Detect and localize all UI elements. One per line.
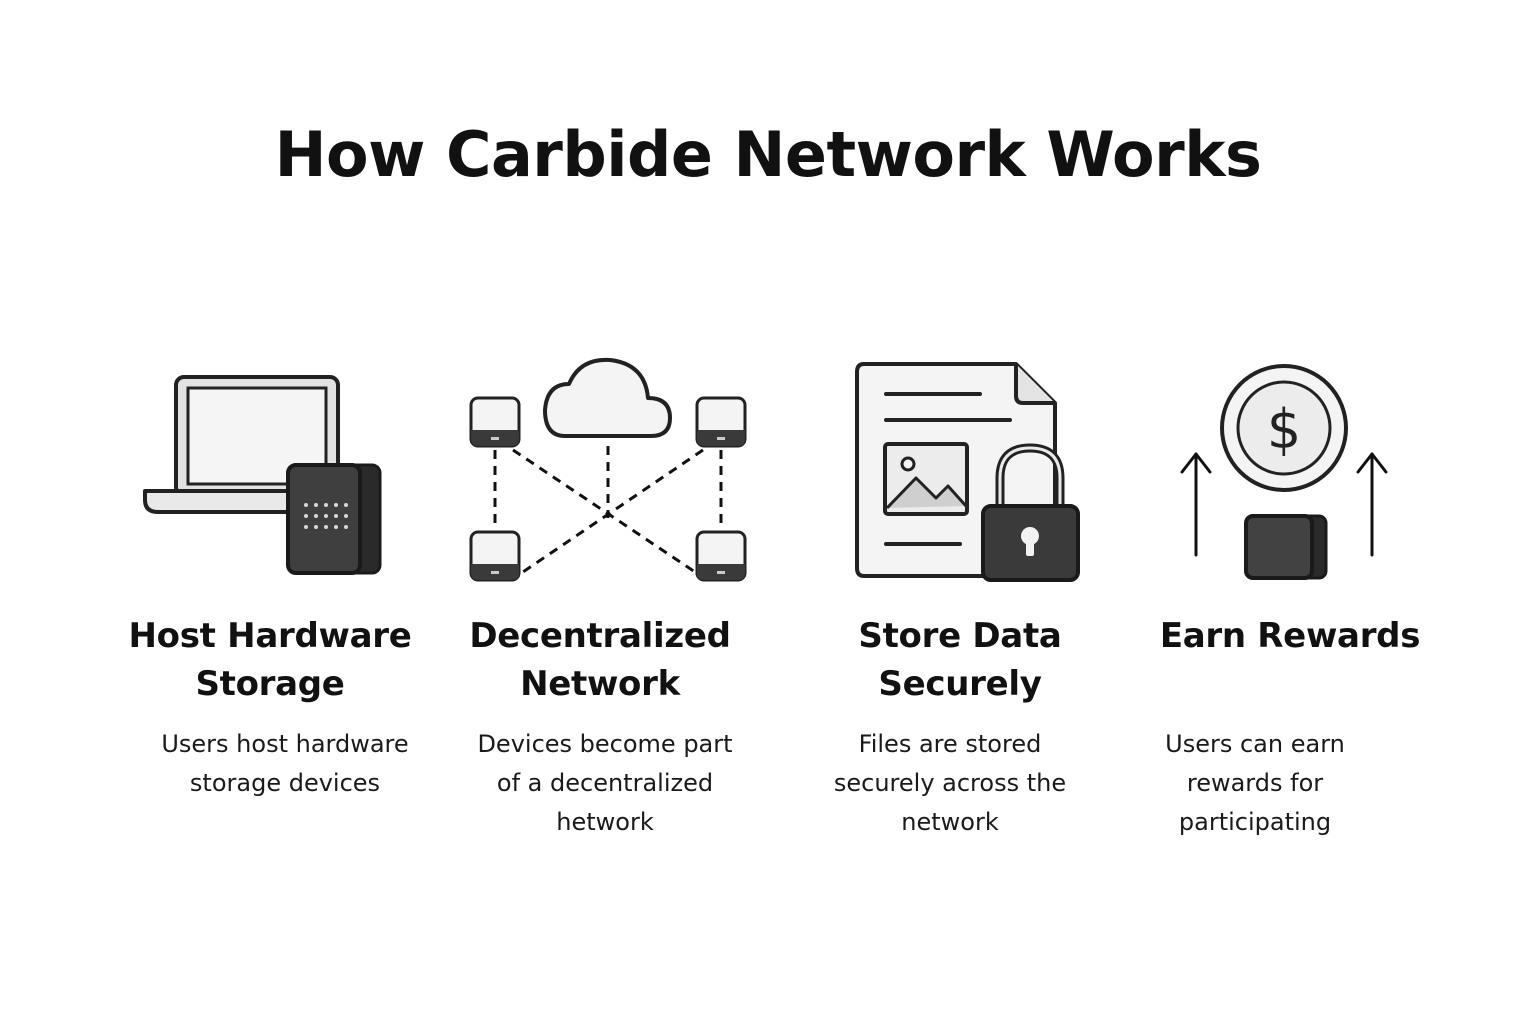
step-description: Users can earn rewards for participating — [1165, 730, 1345, 836]
document-with-lock-icon — [855, 362, 1080, 582]
step-title: Earn Rewards — [1159, 616, 1421, 656]
step-title: Store Data Securely — [858, 616, 1062, 704]
step-title: Decentralized Network — [469, 616, 731, 704]
page-title: How Carbide Network Works — [274, 118, 1262, 191]
svg-text:$: $ — [1267, 398, 1301, 461]
coin-with-arrows-icon: $ — [1180, 364, 1388, 580]
step-description: Users host hardware storage devices — [161, 730, 409, 797]
step-description: Devices become part of a decentralized h… — [477, 730, 733, 836]
cloud-network-icon — [469, 357, 747, 582]
step-title: Host Hardware Storage — [128, 616, 412, 704]
step-description: Files are stored securely across the net… — [833, 730, 1067, 836]
laptop-with-storage-device-icon — [143, 375, 382, 575]
